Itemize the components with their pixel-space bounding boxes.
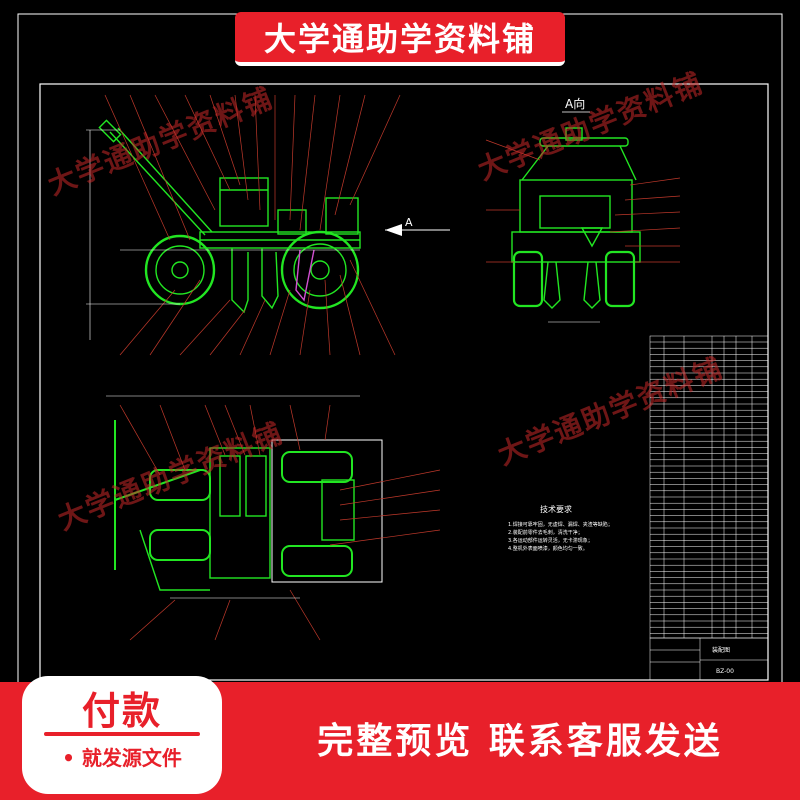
title-block (649, 637, 769, 681)
arrow-label: A (405, 216, 413, 229)
parts-list (649, 335, 769, 639)
tech-note-4: 4.整机外表面喷漆，颜色均匀一致。 (508, 545, 588, 552)
top-view (114, 420, 355, 591)
tech-note-3: 3.各运动部件运转灵活，无卡滞现象； (508, 537, 593, 544)
side-view-leaders (104, 94, 401, 356)
title-block-code: BZ-00 (716, 668, 734, 675)
rear-view-leaders (485, 139, 681, 263)
top-banner: 大学通助学资料铺 (235, 12, 565, 66)
pay-title: 付款 (81, 689, 162, 733)
pay-divider (44, 732, 200, 736)
tech-note-1: 1.焊接可靠牢固，无虚焊、漏焊、夹渣等缺陷； (508, 521, 613, 528)
tech-note-2: 2.装配前零件去毛刺，清洗干净； (508, 529, 583, 536)
view-label: A向 (565, 96, 585, 111)
side-view (98, 119, 361, 314)
title-block-name: 装配图 (712, 646, 730, 654)
top-view-hopper-outline (271, 439, 383, 583)
view-arrow (385, 224, 450, 236)
pay-card[interactable]: 付款 • 就发源文件 (22, 676, 222, 794)
side-view-dimensions (86, 129, 180, 340)
rear-view (511, 127, 641, 309)
top-view-leaders (119, 404, 441, 641)
tech-notes-title: 技术要求 (540, 504, 572, 514)
pay-subtitle: • 就发源文件 (62, 746, 182, 770)
top-view-dimensions (106, 395, 360, 599)
promo-text: 完整预览 联系客服发送 (317, 721, 723, 762)
